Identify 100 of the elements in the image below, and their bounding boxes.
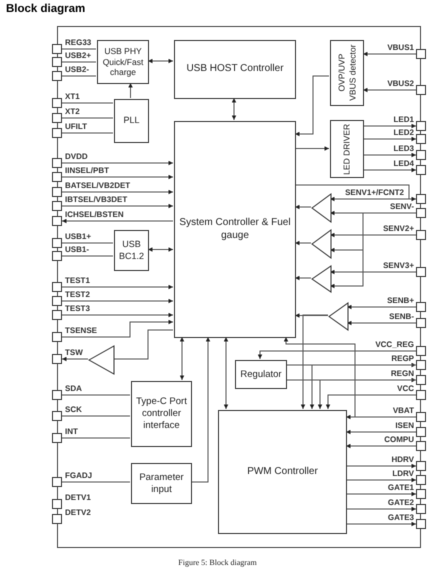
function-block [235,360,287,389]
pin-label: DETV1 [65,493,91,502]
pin-square [52,238,62,248]
pin-label: TEST3 [65,304,90,313]
pin-label: LED3 [394,144,414,153]
connector-line [62,132,114,134]
connector-line [346,492,416,496]
pin-square [416,427,426,437]
pin-square [416,85,426,95]
connector-line [62,298,174,304]
pin-label: FGADJ [65,471,92,480]
pin-label: GATE2 [388,498,414,507]
pin-label: VCC_REG [375,340,414,349]
connector-line [362,88,416,92]
function-block [131,381,192,447]
connector-line [362,152,416,158]
pin-label: USB1- [65,245,90,254]
function-block [218,410,347,534]
connector-line [330,232,416,238]
connector-line [346,444,416,448]
pin-label: VBAT [392,406,414,415]
pin-square [52,113,62,123]
connector-line [362,124,416,128]
pin-square [416,461,426,471]
pin-label: VCC [397,384,414,393]
pin-square [52,390,62,400]
pin-label: GATE1 [388,483,414,492]
connector-line [286,378,416,382]
pin-square [52,172,62,182]
connector-line [148,58,174,64]
pin-label: SENV1+/FCNT2 [345,188,404,197]
pin-square [52,411,62,421]
pin-label: UFILT [65,122,88,131]
pin-square [52,251,62,261]
connector-line [300,314,328,410]
connector-line [190,336,210,482]
pin-square [52,282,62,292]
pin-square [416,49,426,59]
pin-label: USB1+ [65,232,92,241]
chip-outline [57,26,421,548]
pin-square [416,318,426,328]
pin-label: HDRV [391,455,414,464]
function-block [131,463,192,504]
pin-square [416,412,426,422]
diagram-title: Block diagram [6,3,86,15]
pin-label: XT1 [65,92,80,101]
function-block [330,40,364,106]
pin-label: IINSEL/PBT [65,166,110,175]
pin-label: BATSEL/VB2DET [65,181,130,190]
pin-label: SCK [65,405,82,414]
connector-line [294,204,312,210]
connector-line [62,48,96,50]
connector-line [62,174,174,180]
connector-line [148,247,174,252]
connector-line [180,336,184,380]
pin-square [416,519,426,529]
pin-square [416,165,426,175]
pin-label: ICHSEL/BSTEN [65,210,124,219]
pin-square [416,489,426,499]
pin-label: USB2+ [65,51,92,60]
connector-line [362,136,416,142]
pin-square [52,310,62,320]
block-label: OVP/UVP VBUS detector [336,44,358,103]
function-block [174,121,296,338]
pin-square [52,477,62,487]
pin-label: VBUS1 [387,43,414,52]
pin-square [416,150,426,160]
block-label: USB BC1.2 [118,239,145,262]
pin-square [416,504,426,514]
function-block [114,99,149,143]
connector-line [346,414,416,420]
connector-line [346,478,416,482]
pin-square [416,134,426,144]
pin-square [52,201,62,211]
connector-line [346,506,416,512]
function-block [114,230,149,271]
pin-square [416,121,426,131]
connector-line [346,320,416,326]
connector-line [62,218,174,224]
pin-square [416,441,426,451]
connector-line [318,380,416,410]
function-block [174,40,296,99]
amplifier-triangle [89,346,114,374]
connector-line [62,356,88,362]
pin-square [416,390,426,400]
pin-label: LED4 [394,159,414,168]
connector-line [62,160,174,166]
block-label: Type-C Port controller interface [135,396,188,432]
connector-line [62,204,174,208]
pin-square [416,194,426,204]
connector-line [330,270,416,274]
connector-line [294,276,312,280]
block-label: PWM Controller [247,466,318,478]
connector-line [346,522,416,526]
pin-label: GATE3 [388,513,414,522]
pin-label: VBUS2 [387,79,414,88]
block-label: LED DRIVER [342,123,352,175]
function-block [97,40,149,84]
pin-label: TSENSE [65,326,98,335]
block-label: PLL [123,115,140,127]
